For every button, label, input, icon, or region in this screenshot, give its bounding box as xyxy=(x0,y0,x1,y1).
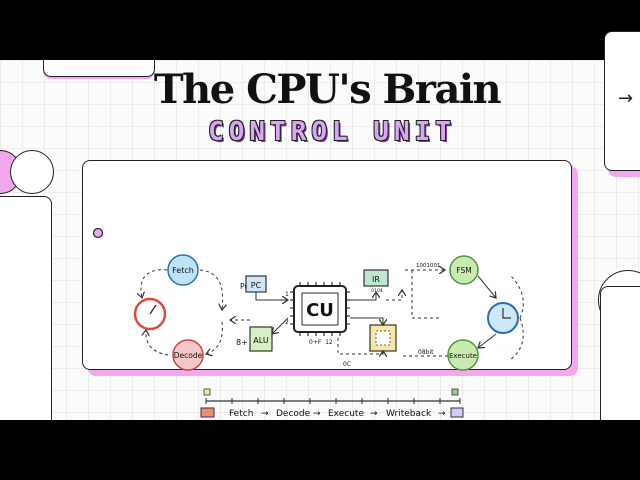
page-title: The CPU's Brain xyxy=(153,66,502,113)
left-panel-decoration xyxy=(0,196,52,436)
arrow-right-icon[interactable]: → xyxy=(618,88,634,109)
top-tab-decoration xyxy=(43,60,155,77)
page-subtitle: CONTROL UNIT xyxy=(208,117,456,147)
left-circle-white-decoration xyxy=(10,150,54,194)
bottom-letterbox xyxy=(0,420,640,480)
diagram-card xyxy=(82,160,572,370)
next-slide-card[interactable] xyxy=(604,31,640,171)
right-panel-decoration xyxy=(600,286,640,436)
